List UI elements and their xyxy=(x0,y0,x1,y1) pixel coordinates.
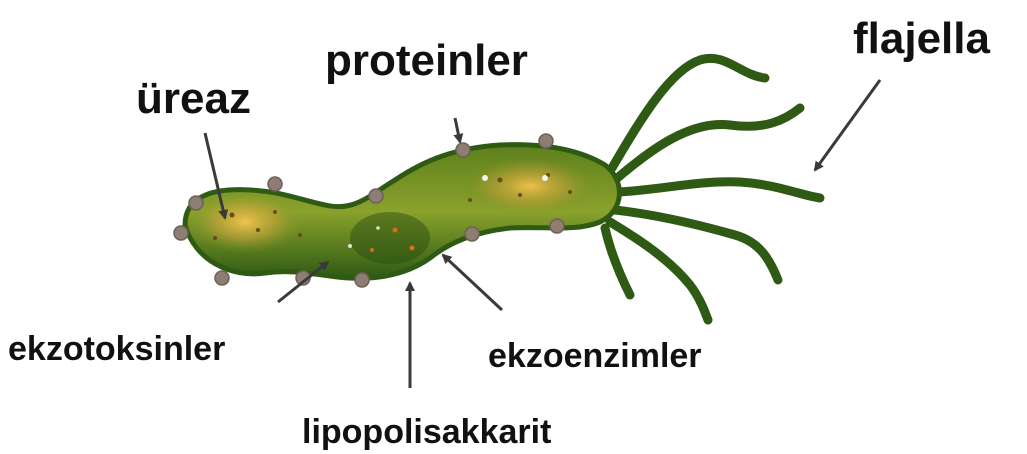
label-ekzoenzimler: ekzoenzimler xyxy=(488,337,702,375)
label-ureaz: üreaz xyxy=(136,74,251,123)
flagella xyxy=(605,58,820,320)
label-proteinler: proteinler xyxy=(325,36,528,85)
proteinler-arrow xyxy=(455,118,460,142)
label-lipopolisakkarit: lipopolisakkarit xyxy=(302,413,551,451)
flajella-arrow xyxy=(815,80,880,170)
label-ekzotoksinler: ekzotoksinler xyxy=(8,330,225,368)
label-flajella: flajella xyxy=(853,14,990,63)
bacterium-body xyxy=(185,145,619,279)
ekzoenzimler-arrow xyxy=(443,255,502,310)
